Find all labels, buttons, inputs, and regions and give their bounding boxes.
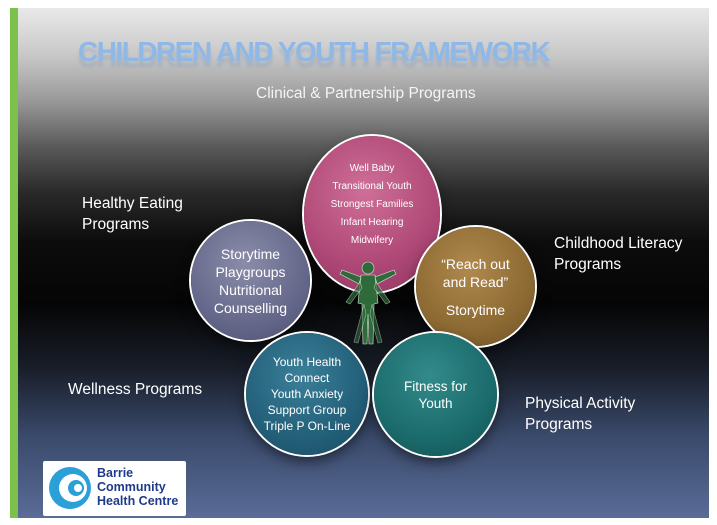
program-item: Fitness for [403,378,468,394]
program-item: Nutritional [218,281,282,298]
program-item: Storytime [445,301,506,318]
program-item: Well Baby [349,163,395,174]
program-item: “Reach out [441,255,510,272]
slide-title: CHILDREN AND YOUTH FRAMEWORK [78,36,551,67]
program-item: Strongest Families [330,199,414,210]
program-item: Midwifery [350,235,394,246]
program-item: Counselling [213,299,288,316]
swirl-logo-icon [49,467,91,509]
program-item: Triple P On-Line [263,419,351,433]
program-item: Transitional Youth [332,181,412,192]
program-item: Storytime [220,245,281,262]
category-label-healthy-eating: Healthy Eating Programs [82,195,183,233]
organization-logo: Barrie Community Health Centre [43,461,186,516]
category-label-literacy: Childhood Literacy Programs [554,235,683,273]
program-item: Youth Anxiety [270,387,344,401]
program-item: Support Group [267,403,347,417]
category-label-physical: Physical Activity Programs [525,395,636,433]
program-item: Infant Hearing [340,217,404,228]
circle-healthy-eating: Storytime Playgroups Nutritional Counsel… [191,221,310,340]
program-item: Playgroups [215,263,286,280]
program-item: Connect [284,371,330,385]
program-item: Youth [418,395,453,411]
category-label-wellness: Wellness Programs [68,381,203,398]
program-item: and Read” [442,273,509,290]
slide: CHILDREN AND YOUTH FRAMEWORK Clinical & … [10,8,709,518]
program-item: Youth Health [272,355,342,369]
circle-wellness: Youth Health Connect Youth Anxiety Suppo… [246,333,368,455]
circle-childhood-literacy: “Reach out and Read” Storytime [416,227,535,346]
logo-text: Barrie Community Health Centre [97,466,179,508]
circle-physical-activity: Fitness for Youth [374,333,497,456]
accent-bar [10,8,18,518]
category-label-clinical: Clinical & Partnership Programs [256,85,476,102]
human-figures-icon [339,261,397,345]
